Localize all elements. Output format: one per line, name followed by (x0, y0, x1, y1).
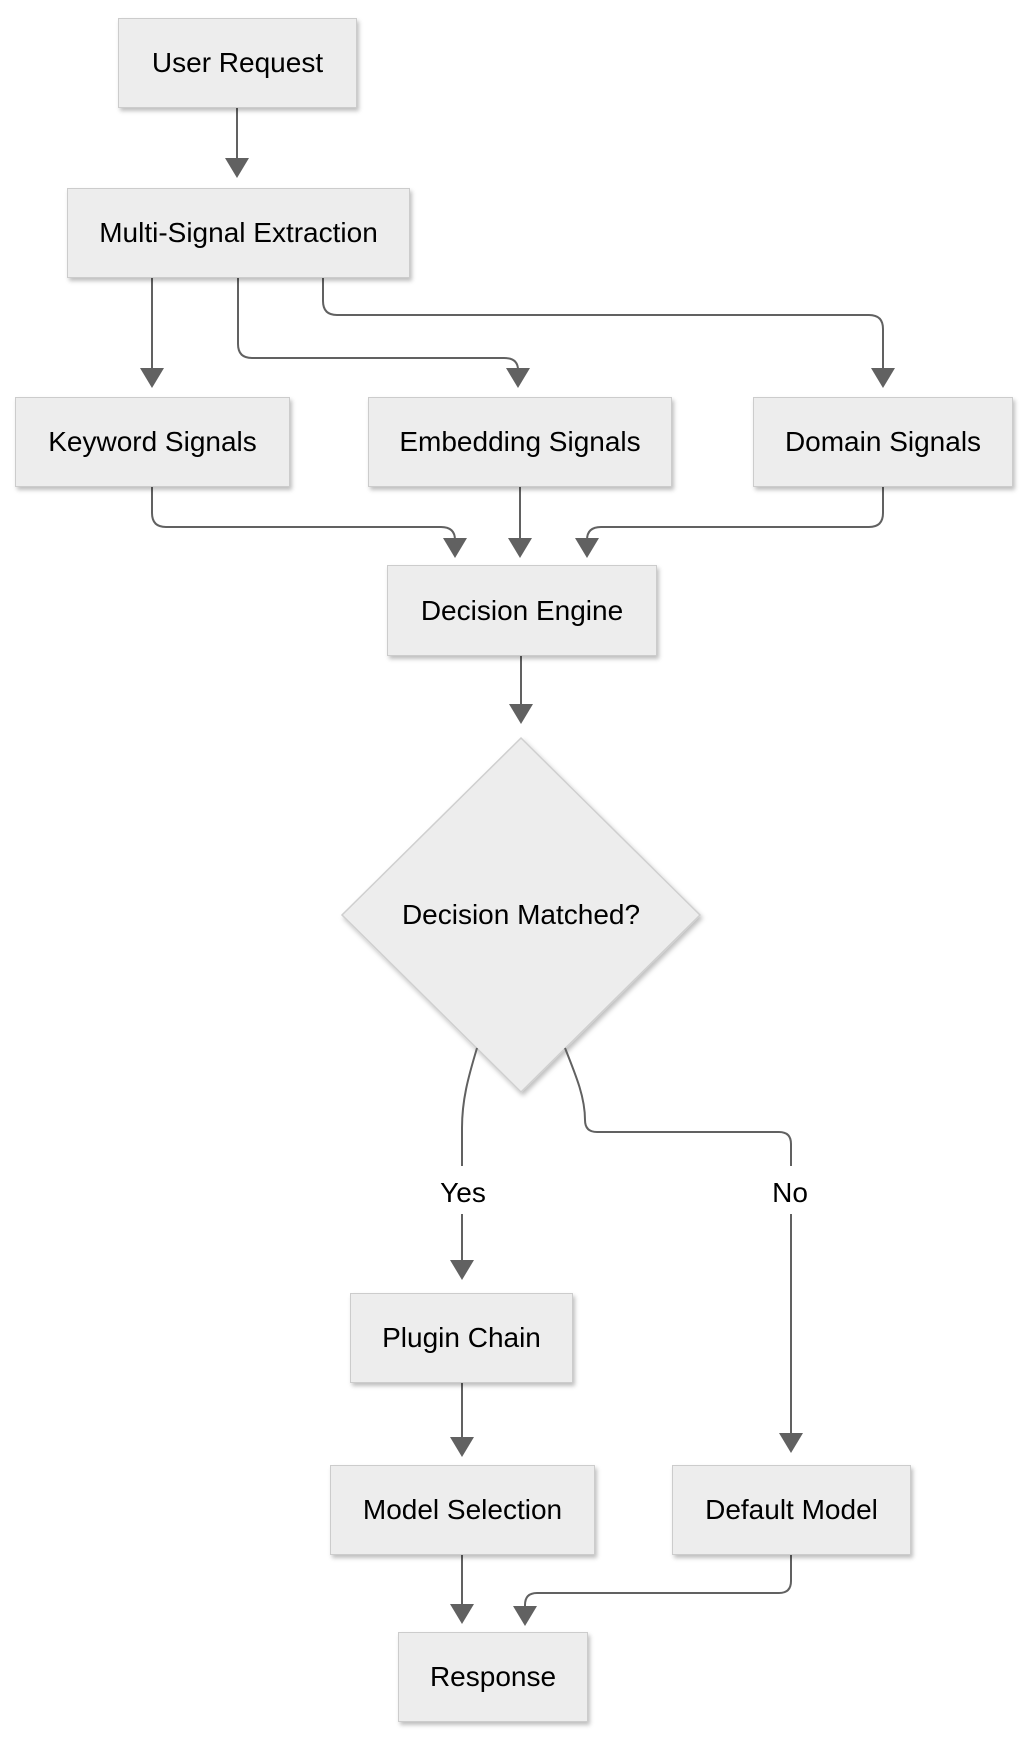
edge-label-no: No (768, 1177, 812, 1209)
node-decision-engine-label: Decision Engine (420, 594, 624, 626)
node-user-request: User Request (118, 18, 357, 108)
node-response-label: Response (429, 1661, 557, 1692)
node-domain-signals: Domain Signals (753, 397, 1013, 487)
edge-multi-signal-extraction-to-embedding-signals (237, 278, 530, 388)
node-multi-signal-extraction-label: Multi-Signal Extraction (99, 217, 378, 248)
node-default-model-label: Default Model (705, 1494, 878, 1525)
node-keyword-signals-label: Keyword Signals (48, 426, 257, 457)
edge-label-yes: Yes (436, 1177, 490, 1209)
node-decision-matched-label: Decision Matched? (401, 899, 641, 930)
node-default-model: Default Model (672, 1465, 911, 1555)
node-decision-engine: Decision Engine (387, 565, 657, 656)
node-domain-signals-label: Domain Signals (784, 426, 982, 457)
edge-multi-signal-extraction-to-domain-signals (322, 278, 895, 388)
edge-no-upper (564, 1047, 792, 1166)
edge-domain-signals-to-decision-engine (575, 487, 884, 558)
node-user-request-label: User Request (151, 47, 324, 78)
node-keyword-signals: Keyword Signals (15, 397, 290, 487)
node-embedding-signals-label: Embedding Signals (399, 426, 641, 457)
node-model-selection: Model Selection (330, 1465, 595, 1555)
node-decision-matched-shape (340, 736, 702, 1094)
node-plugin-chain: Plugin Chain (350, 1293, 573, 1383)
node-response: Response (398, 1632, 588, 1722)
edge-keyword-signals-to-decision-engine (151, 487, 467, 558)
node-plugin-chain-label: Plugin Chain (382, 1322, 541, 1353)
edge-default-model-to-response (513, 1555, 792, 1626)
node-embedding-signals: Embedding Signals (368, 397, 672, 487)
edge-yes-upper (461, 1047, 478, 1166)
node-model-selection-label: Model Selection (362, 1494, 563, 1525)
node-multi-signal-extraction: Multi-Signal Extraction (67, 188, 410, 278)
